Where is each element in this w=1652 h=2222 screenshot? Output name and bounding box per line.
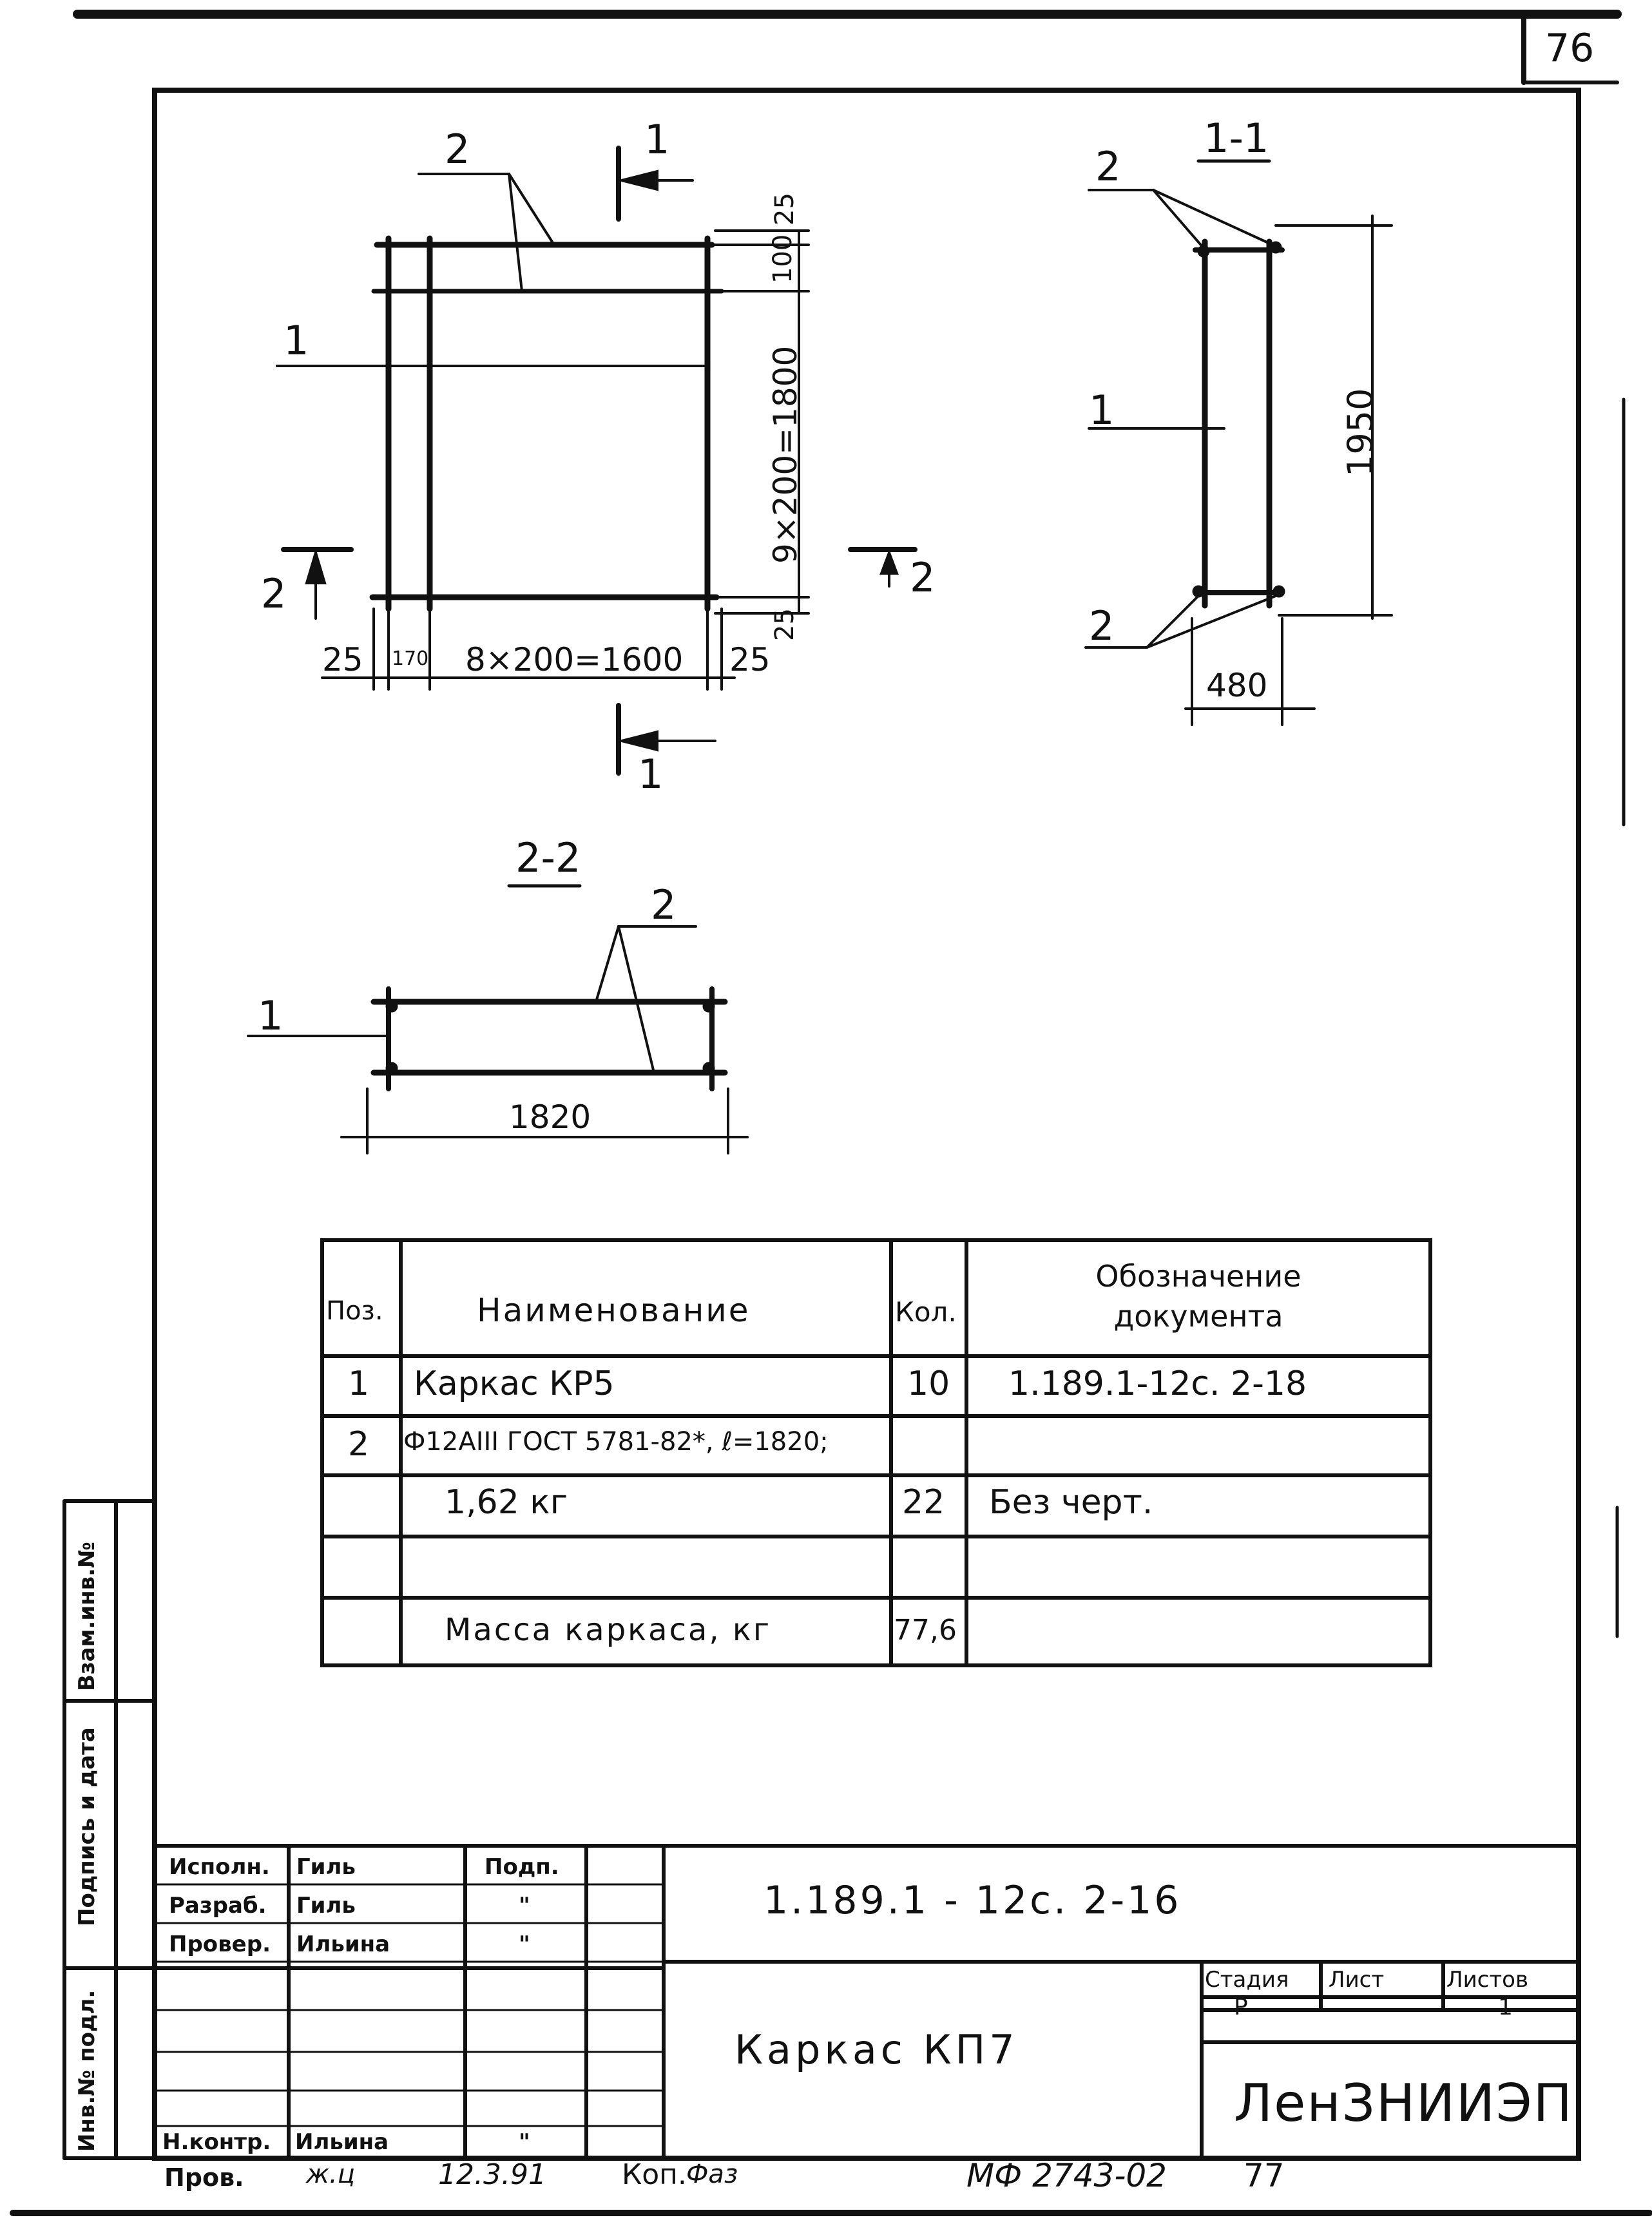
footer-prov-label: Пров. (164, 2163, 244, 2192)
spec-row1-doc: 1.189.1-12с. 2-18 (1008, 1365, 1307, 1403)
section-2-2-mark-pos1: 1 (258, 992, 283, 1039)
dim-25-left: 25 (322, 641, 363, 678)
side-stamp-vzam-inv: Взам.инв.№ (74, 1542, 100, 1691)
dim-100: 100 (768, 234, 798, 283)
tb-sheet-label: Лист (1329, 1967, 1385, 1993)
tb-role-2: Разраб. (169, 1893, 267, 1919)
dim-480: 480 (1206, 667, 1268, 704)
tb-stage-label: Стадия (1205, 1967, 1289, 1993)
tb-role-8: Н.контр. (162, 2129, 271, 2155)
section-1-1-mark-pos2-top: 2 (1095, 143, 1121, 190)
tb-organization: ЛенЗНИИЭП (1234, 2073, 1573, 2133)
plan-mark-pos1: 1 (283, 317, 309, 364)
spec-row5-name: Масса каркаса, кг (445, 1612, 772, 1648)
tb-sheets: 1 (1498, 1994, 1513, 2020)
spec-row3-qty: 22 (902, 1483, 945, 1522)
section-mark-1-bottom: 1 (638, 751, 664, 798)
footer-signature: ж.ц (306, 2160, 355, 2189)
dim-25-top: 25 (770, 193, 800, 225)
spec-row1-qty: 10 (907, 1365, 950, 1403)
section-2-2-title: 2-2 (515, 834, 581, 881)
plan-view (369, 235, 724, 612)
footer-copy-sign: Фаз (686, 2160, 738, 2189)
tb-sign-8: " (519, 2129, 530, 2155)
tb-name-8: Ильина (295, 2129, 389, 2155)
dim-1800: 9×200=1800 (767, 345, 804, 564)
tb-sign-1: Подп. (485, 1854, 559, 1880)
spec-row2-pos: 2 (348, 1425, 370, 1464)
spec-row2-name: Ф12АIII ГОСТ 5781-82*, ℓ=1820; (403, 1427, 829, 1457)
dim-1820: 1820 (509, 1098, 591, 1136)
tb-designation: 1.189.1 - 12с. 2-16 (764, 1878, 1182, 1923)
section-mark-1-top: 1 (644, 116, 670, 163)
spec-header-qty: Кол. (895, 1296, 957, 1328)
spec-row1-pos: 1 (348, 1365, 370, 1403)
section-1-1-mark-pos2-bottom: 2 (1089, 602, 1115, 649)
footer-copy-label: Коп. (622, 2158, 687, 2191)
tb-title: Каркас КП7 (735, 2026, 1019, 2073)
dim-170: 170 (392, 647, 429, 670)
tb-name-2: Гиль (296, 1893, 356, 1919)
spec-row3-name: 1,62 кг (445, 1483, 568, 1522)
tb-sheets-label: Листов (1446, 1967, 1529, 1993)
section-mark-2-left: 2 (261, 570, 287, 617)
section-mark-2-right: 2 (910, 554, 936, 601)
sheet-corner-number: 76 (1545, 26, 1595, 71)
tb-name-1: Гиль (296, 1854, 356, 1880)
spec-table-grid (320, 1238, 1432, 1667)
side-stamp-podpis-data: Подпись и дата (74, 1727, 100, 1926)
tb-sign-3: " (519, 1931, 530, 1957)
side-stamp-inv-podl: Инв.№ подл. (74, 1989, 100, 2152)
footer-date: 12.3.91 (438, 2158, 546, 2191)
spec-row5-qty: 77,6 (894, 1614, 957, 1647)
section-2-2-mark-pos2: 2 (651, 881, 677, 928)
dim-25-bottom: 25 (770, 608, 800, 641)
section-1-1-title: 1-1 (1204, 115, 1269, 162)
footer-archive-number: МФ 2743-02 (966, 2157, 1167, 2194)
section-1-1-mark-pos1: 1 (1089, 387, 1115, 434)
tb-stage: Р (1234, 1994, 1248, 2020)
section-1-1-view (1084, 159, 1393, 726)
footer-archive-page: 77 (1244, 2157, 1285, 2194)
dim-1950: 1950 (1340, 388, 1381, 477)
spec-header-name: Наименование (477, 1292, 751, 1329)
plan-mark-pos2: 2 (445, 126, 470, 173)
spec-header-doc: Обозначение документа (1095, 1259, 1301, 1334)
tb-name-3: Ильина (296, 1931, 390, 1957)
title-block-grid (153, 1844, 1580, 2160)
tb-role-3: Провер. (169, 1931, 271, 1957)
side-stamp-grid (62, 1499, 157, 2160)
tb-sign-2: " (519, 1893, 530, 1919)
spec-row1-name: Каркас КР5 (414, 1365, 615, 1403)
tb-role-1: Исполн. (169, 1854, 270, 1880)
dim-1600: 8×200=1600 (465, 641, 684, 678)
dim-25-right: 25 (729, 641, 771, 678)
spec-header-pos: Поз. (326, 1296, 383, 1326)
section-2-2-view (247, 884, 749, 1154)
spec-row3-doc: Без черт. (989, 1483, 1153, 1522)
